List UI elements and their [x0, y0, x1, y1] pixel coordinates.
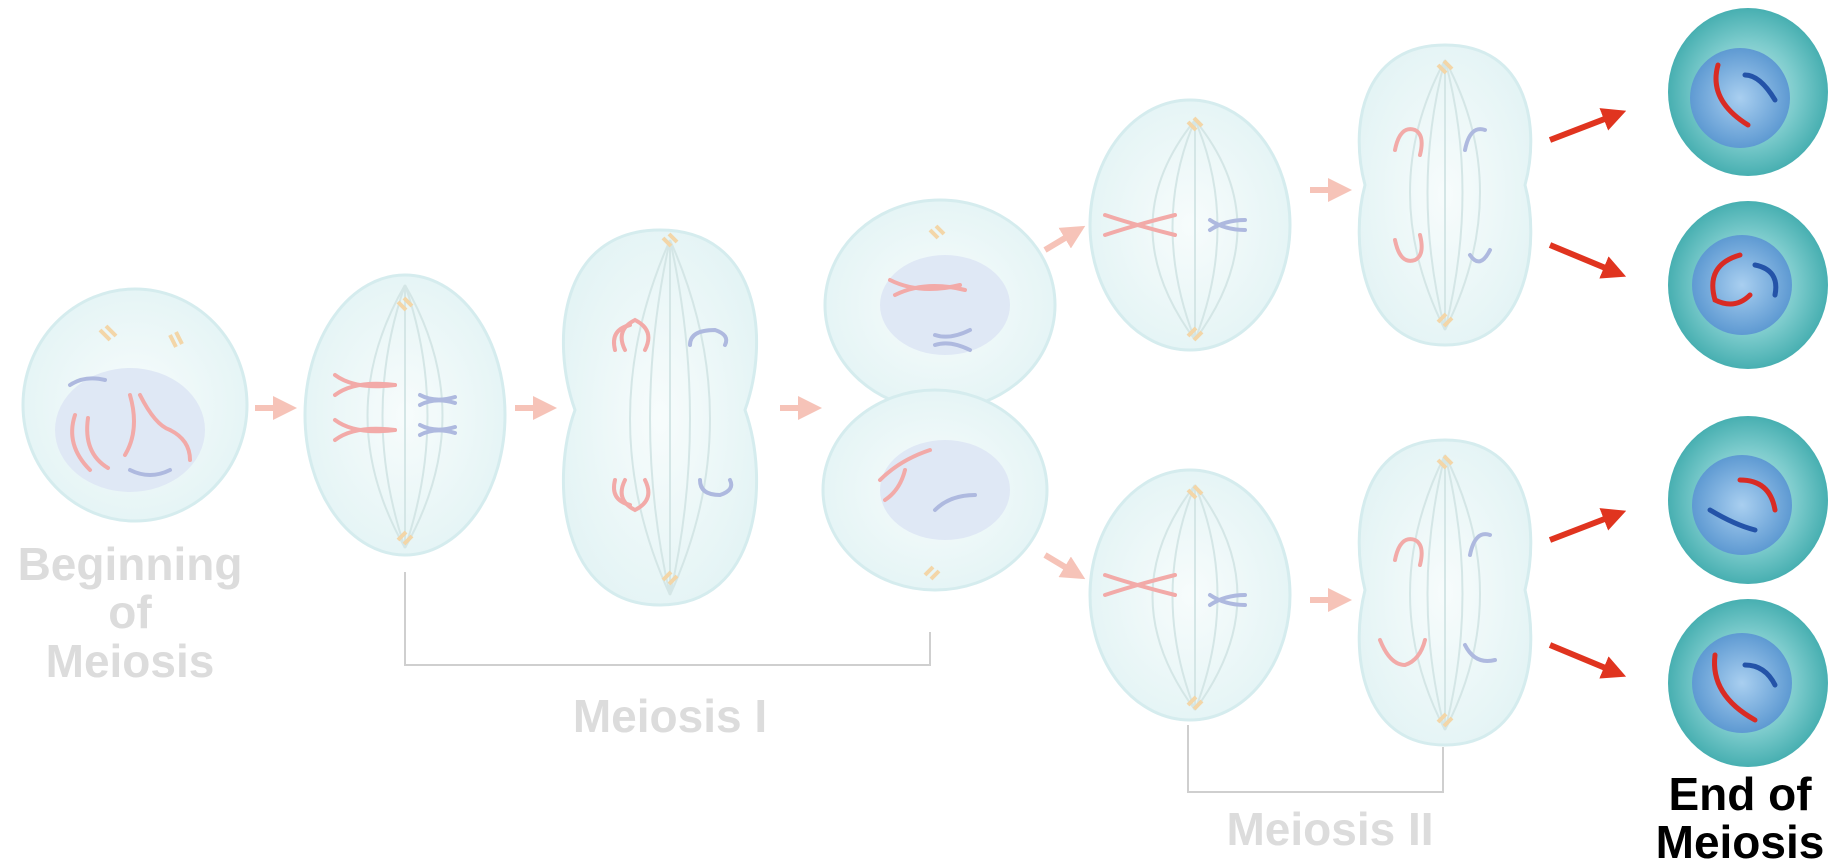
- gamete-cell-2: [1668, 201, 1828, 369]
- cell-metaphase-1: [305, 275, 505, 555]
- cell-metaphase-2-lower: [1090, 470, 1290, 720]
- label-beginning-of-meiosis: Beginning of Meiosis: [0, 540, 260, 685]
- label-meiosis-1: Meiosis I: [520, 692, 820, 740]
- cell-anaphase-2-lower: [1359, 440, 1531, 745]
- bright-arrows: [1550, 115, 1615, 672]
- cell-telophase-1: [823, 200, 1055, 590]
- label-end-line-2: Meiosis: [1640, 818, 1840, 866]
- gamete-cell-4: [1668, 599, 1828, 767]
- cell-anaphase-1: [563, 230, 756, 605]
- label-beginning-line-3: Meiosis: [0, 637, 260, 685]
- label-beginning-line-1: Beginning: [0, 540, 260, 588]
- gamete-cell-1: [1668, 8, 1828, 176]
- label-beginning-line-2: of: [0, 588, 260, 636]
- label-meiosis-2: Meiosis II: [1170, 805, 1490, 853]
- gamete-cell-3: [1668, 416, 1828, 584]
- cell-anaphase-2-upper: [1359, 45, 1531, 345]
- cell-beginning: [23, 289, 247, 521]
- label-end-line-1: End of: [1640, 770, 1840, 818]
- cell-metaphase-2-upper: [1090, 100, 1290, 350]
- label-end-of-meiosis: End of Meiosis: [1640, 770, 1840, 867]
